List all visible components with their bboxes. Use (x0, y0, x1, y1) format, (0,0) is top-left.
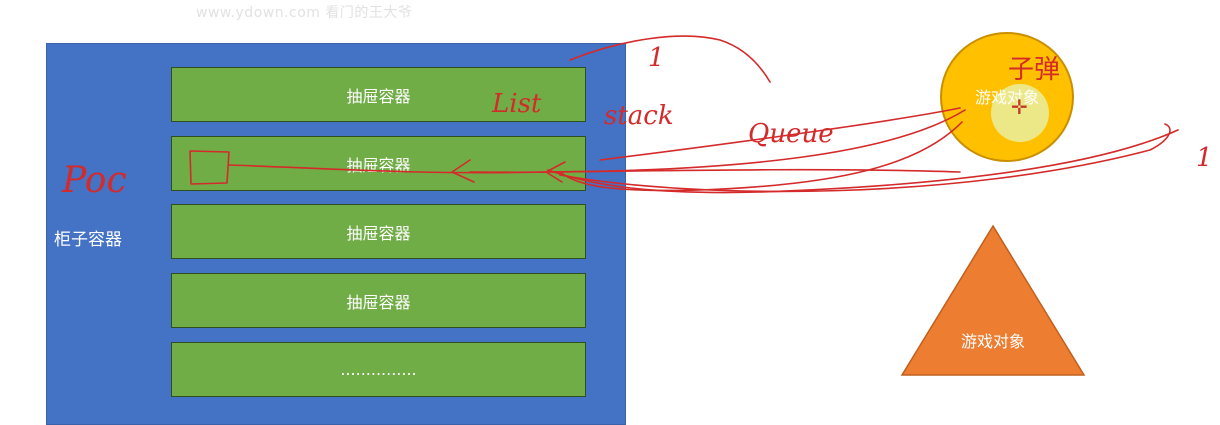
annotation-swoosh (599, 107, 961, 161)
triangle-label: 游戏对象 (960, 332, 1025, 351)
cabinet-label: 柜子容器 (54, 230, 122, 250)
drawer-3: 抽屉容器 (171, 204, 586, 259)
annotation-arrow-2 (559, 121, 963, 192)
annotation-arrowhead-3 (545, 161, 566, 183)
watermark: www.ydown.com 看门的王大爷 (196, 5, 413, 21)
handwriting-poc: Poc (61, 160, 127, 201)
annotation-loop (559, 123, 1171, 193)
handwriting-one-top: 1 (648, 43, 665, 73)
annotation-square (189, 150, 230, 185)
circle-label: 游戏对象 (974, 88, 1039, 107)
drawer-1: 抽屉容器 (171, 67, 586, 122)
game-object-triangle (900, 224, 1086, 376)
handwriting-bullet: 子弹 (1008, 55, 1060, 85)
drawer-more: ............... (171, 342, 586, 397)
drawer-2: 抽屉容器 (171, 136, 586, 191)
annotation-top-arc (569, 35, 771, 83)
crosshair-icon: ✛ (1011, 95, 1028, 119)
annotation-arrow-3 (547, 129, 1179, 194)
handwriting-one-right: 1 (1196, 143, 1213, 173)
annotation-arrowhead-1 (451, 159, 475, 183)
handwriting-queue: Queue (748, 119, 834, 149)
handwriting-list: List (491, 89, 542, 119)
annotation-arrow-1 (469, 109, 966, 174)
drawer-4: 抽屉容器 (171, 273, 586, 328)
circle-highlight (991, 84, 1049, 142)
handwriting-stack: stack (604, 101, 674, 131)
